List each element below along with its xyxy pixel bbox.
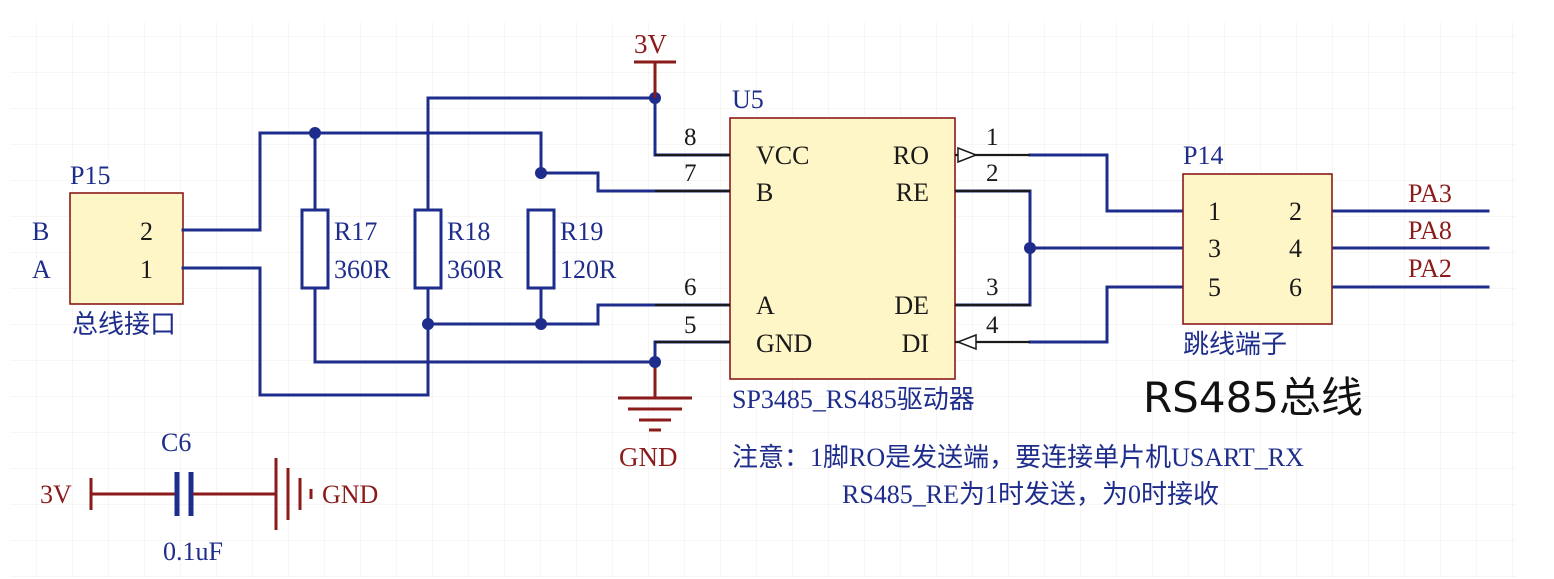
u5-pin-stubs [655, 153, 1030, 344]
u5-pin-re: RE [896, 178, 929, 207]
u5-pin-a: A [756, 291, 775, 320]
schematic-title: RS485总线 [1143, 373, 1363, 422]
u5-pin8-num: 8 [684, 124, 697, 151]
net-label-b: B [32, 217, 49, 246]
c6-value: 0.1uF [163, 537, 223, 566]
r19-body [526, 208, 556, 290]
u5-pin2-num: 2 [986, 160, 999, 187]
u5-desc: SP3485_RS485驱动器 [732, 385, 975, 414]
di-input-arrow-icon [955, 333, 977, 351]
r17-ref: R17 [334, 217, 377, 246]
p14-pin5: 5 [1208, 273, 1221, 302]
u5-ref: U5 [732, 85, 764, 114]
r18-body [413, 208, 443, 290]
u5-pin5-num: 5 [684, 312, 697, 339]
net-label-pa3: PA3 [1408, 179, 1452, 208]
u5-pin-b: B [756, 178, 773, 207]
u5-body [729, 117, 956, 380]
ic-u5[interactable]: U5 SP3485_RS485驱动器 8 7 6 5 VCC B A GND R… [684, 85, 999, 414]
resistor-r17[interactable]: R17 360R [300, 208, 391, 290]
c6-right-net: GND [322, 480, 378, 509]
wire-ro [1028, 153, 1185, 213]
p14-pin4: 4 [1289, 234, 1302, 263]
net-label-pa2: PA2 [1408, 254, 1452, 283]
u5-pin-vcc: VCC [756, 141, 809, 170]
p14-pin1: 1 [1208, 197, 1221, 226]
p14-ref: P14 [1183, 141, 1223, 170]
p14-pin2: 2 [1289, 197, 1302, 226]
wire-net-b [181, 131, 732, 232]
r18-value: 360R [447, 255, 504, 284]
c6-ground-symbol: GND [274, 458, 378, 530]
net-label-pa8: PA8 [1408, 216, 1452, 245]
u5-pin-di: DI [902, 329, 929, 358]
r19-value: 120R [560, 255, 617, 284]
p14-pin6: 6 [1289, 273, 1302, 302]
wire-pa-nets [1330, 209, 1490, 289]
u5-pin7-num: 7 [684, 160, 697, 187]
connector-p15[interactable]: P15 2 1 总线接口 [69, 161, 184, 339]
power-port-3v: 3V [634, 29, 676, 98]
gnd-label: GND [619, 442, 678, 472]
u5-pin4-num: 4 [986, 312, 999, 339]
connector-p14[interactable]: P14 1 3 5 2 4 6 跳线端子 [1182, 141, 1333, 359]
c6-ref: C6 [161, 428, 191, 457]
note-line-1: 注意：1脚RO是发送端，要连接单片机USART_RX [732, 443, 1304, 472]
p15-pin1: 1 [140, 255, 153, 284]
resistor-r19[interactable]: R19 120R [526, 208, 617, 290]
resistor-r18[interactable]: R18 360R [413, 208, 504, 290]
r17-body [300, 208, 330, 290]
p14-body [1182, 173, 1333, 325]
net-label-a: A [32, 255, 51, 284]
u5-pin3-num: 3 [986, 274, 999, 301]
capacitor-c6[interactable]: 3V C6 0.1uF [40, 428, 276, 566]
r19-ref: R19 [560, 217, 603, 246]
p15-body [69, 192, 184, 305]
vcc-label: 3V [634, 29, 668, 59]
note-line-2: RS485_RE为1时发送，为0时接收 [842, 480, 1219, 509]
u5-pin-de: DE [894, 291, 929, 320]
u5-pin1-num: 1 [986, 124, 999, 151]
wire-di [1028, 285, 1185, 344]
c6-left-net: 3V [40, 480, 72, 509]
junction-dots [309, 92, 1036, 368]
p15-desc: 总线接口 [72, 310, 176, 339]
u5-pin6-num: 6 [684, 274, 697, 301]
r18-ref: R18 [447, 217, 490, 246]
r17-value: 360R [334, 255, 391, 284]
p14-desc: 跳线端子 [1183, 330, 1287, 359]
u5-pin-gnd: GND [756, 329, 812, 358]
u5-pin-ro: RO [893, 141, 929, 170]
ground-symbol: GND [618, 396, 692, 472]
p14-pin3: 3 [1208, 234, 1221, 263]
p15-pin2: 2 [140, 217, 153, 246]
p15-ref: P15 [70, 161, 110, 190]
ro-output-arrow-icon [957, 146, 979, 164]
